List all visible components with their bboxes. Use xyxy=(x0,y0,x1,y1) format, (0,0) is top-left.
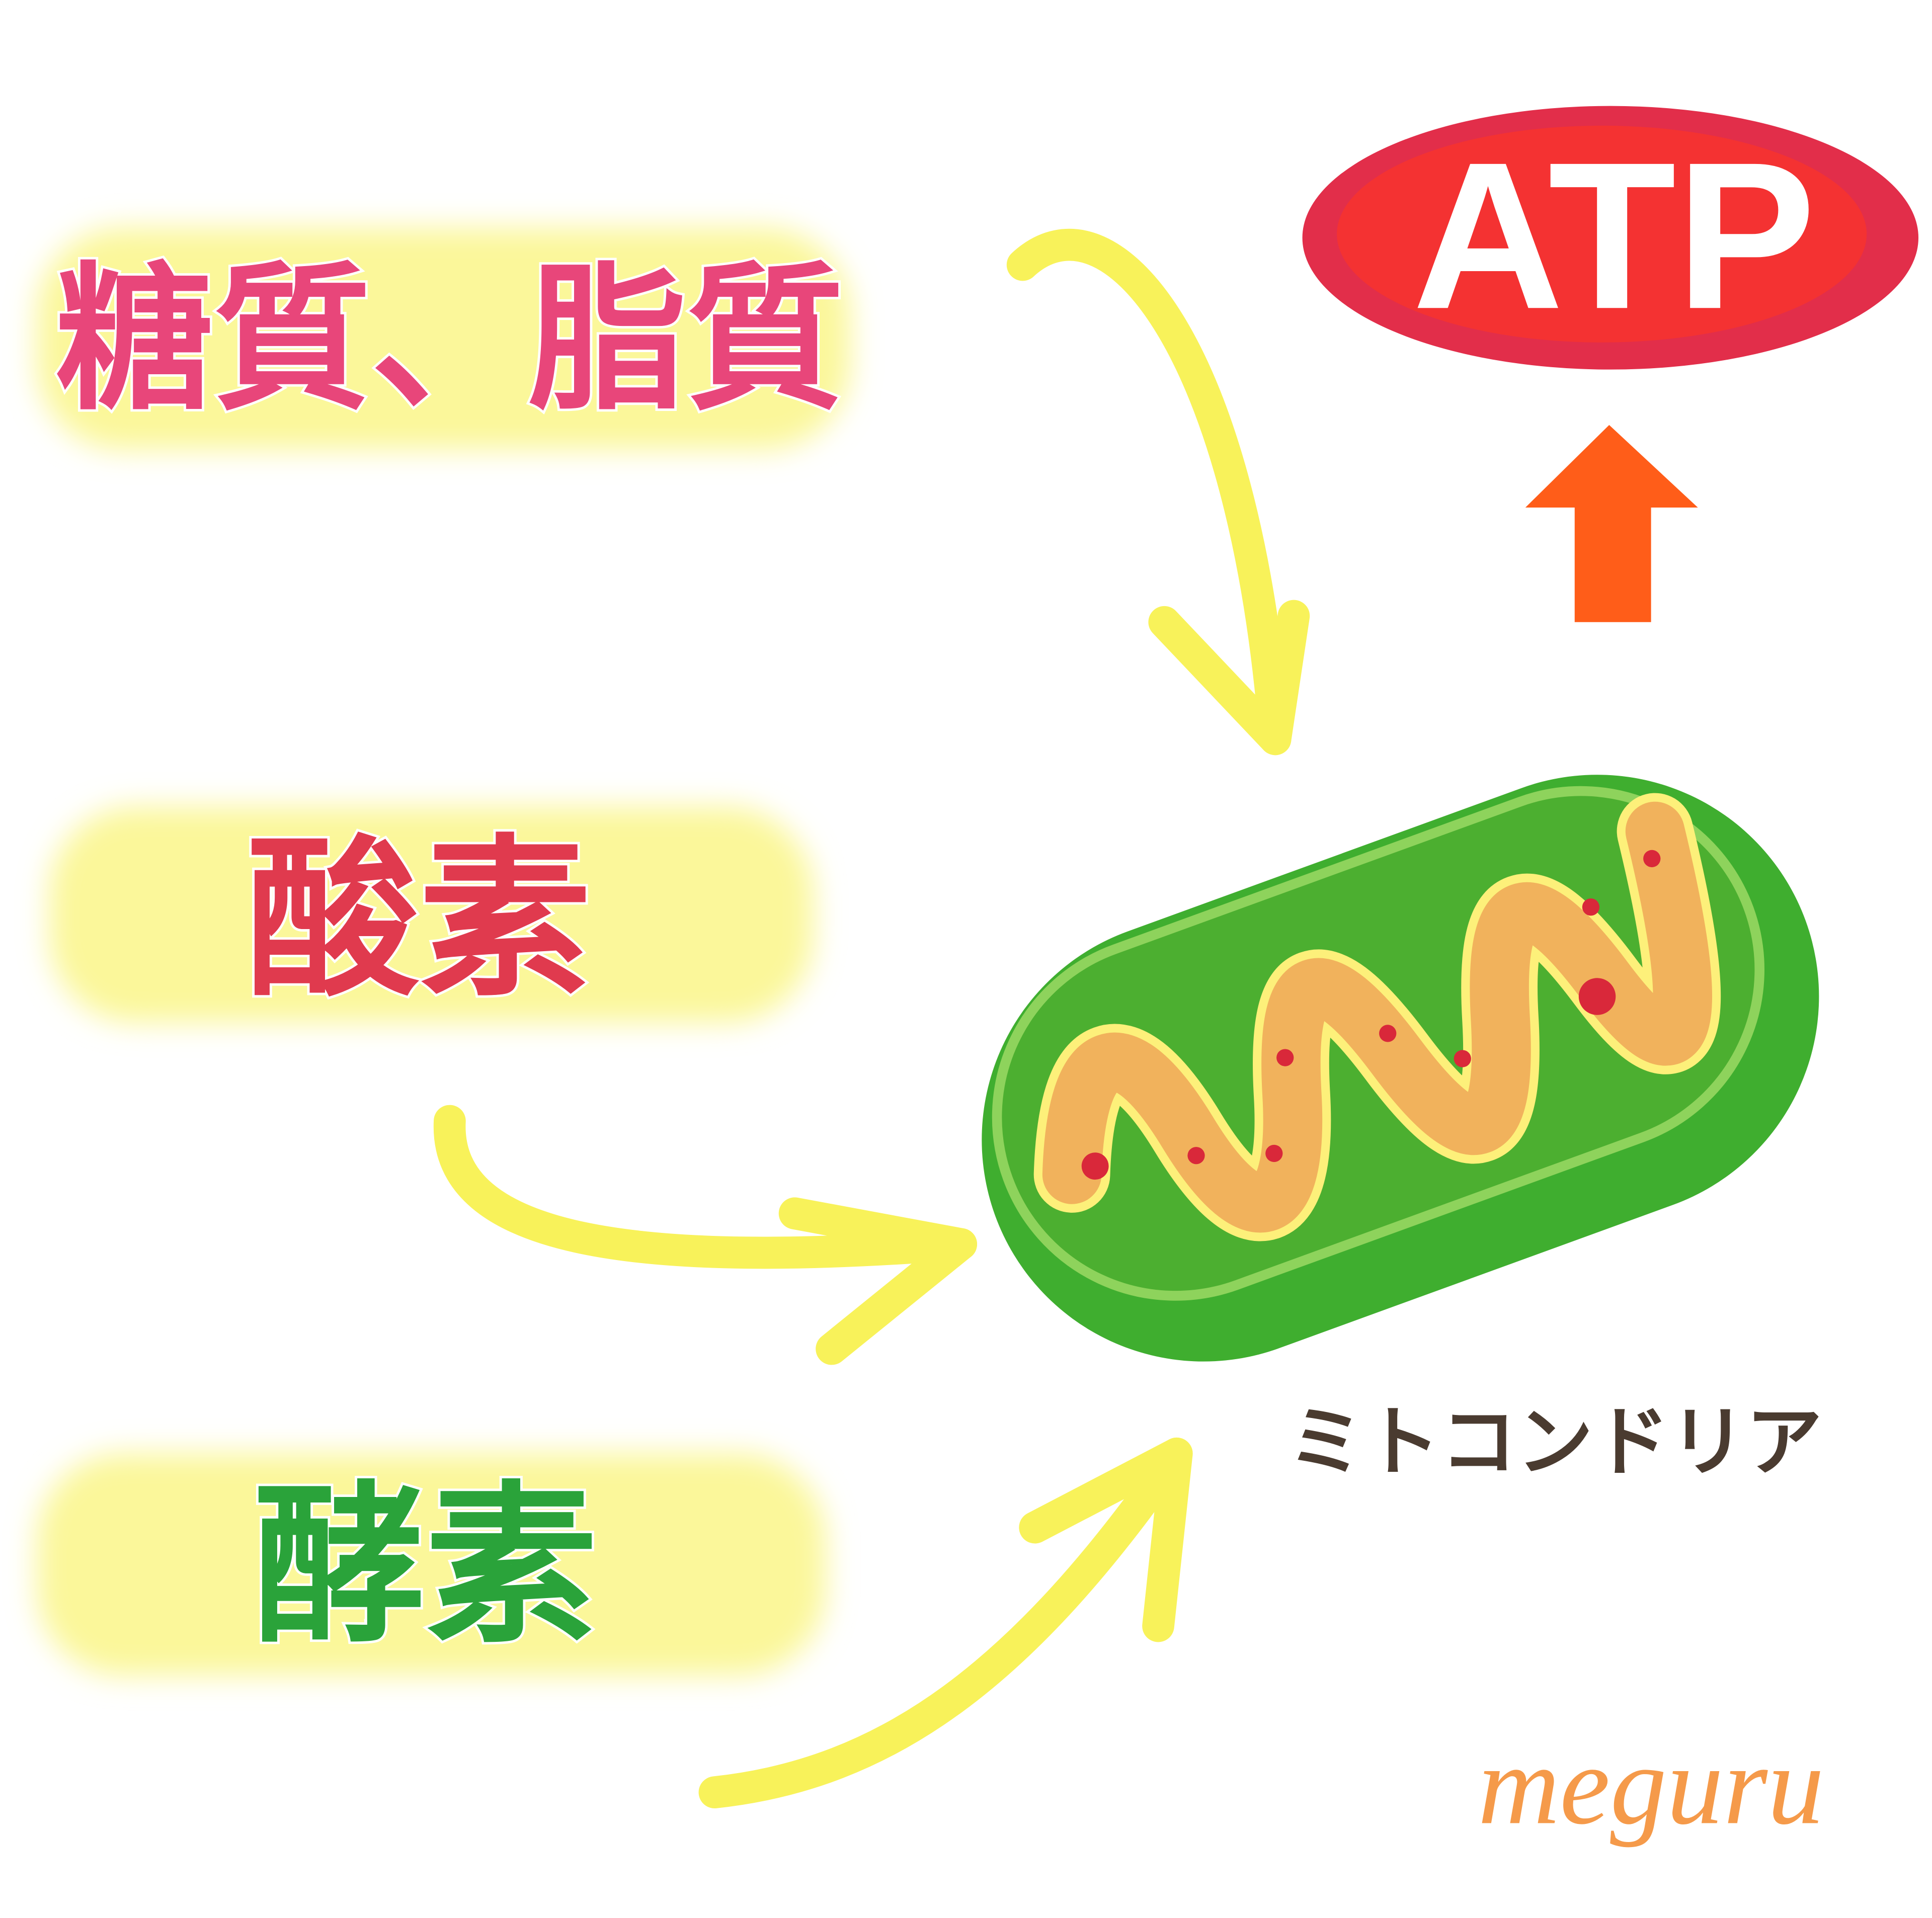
arrow-enzyme-head xyxy=(1019,1437,1193,1642)
mitochondrion-icon xyxy=(982,775,1819,1362)
arrow-enzyme-to-mito xyxy=(698,1437,1193,1809)
arrow-oxygen-to-mito xyxy=(433,1105,978,1269)
input-enzyme: 酵素 xyxy=(253,1466,598,1667)
mitochondria-label: ミトコンドリア xyxy=(1287,1397,1822,1486)
input-oxygen: 酸素 xyxy=(247,819,592,1020)
arrow-oxygen-head xyxy=(778,1197,978,1365)
atp-label: ATP xyxy=(1412,119,1816,353)
arrow-carbs-head xyxy=(1148,600,1310,756)
up-arrow-icon xyxy=(1525,425,1698,622)
input-carbs-fats: 糖質、脂質 xyxy=(55,248,844,432)
highlight-enzyme xyxy=(37,1453,826,1676)
atp-badge-inner xyxy=(1337,125,1867,343)
highlight-carbs-fats xyxy=(37,228,850,450)
arrow-carbs-to-mito xyxy=(1006,228,1292,756)
highlight-oxygen xyxy=(49,807,814,1023)
meguru-logo: meguru xyxy=(1478,1722,1824,1848)
